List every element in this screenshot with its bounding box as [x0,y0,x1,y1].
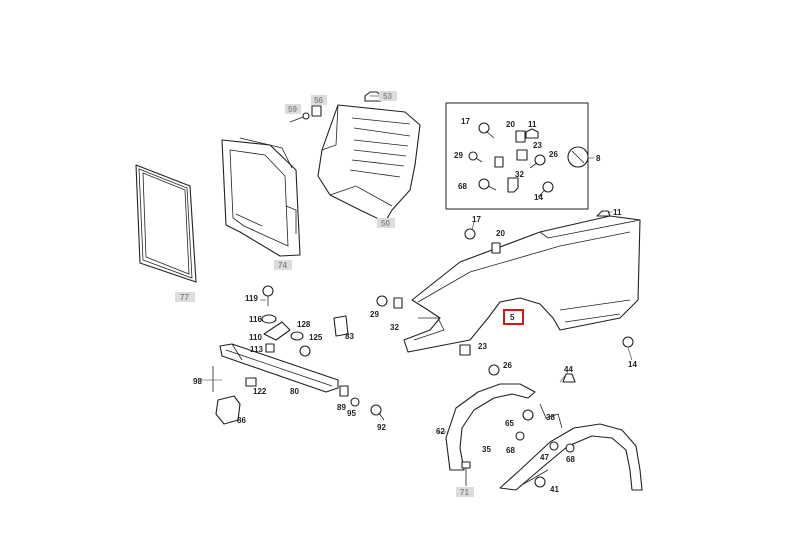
label-110: 110 [249,333,262,342]
label-98: 98 [193,377,202,386]
highlight-box-5 [503,309,524,325]
label-74: 74 [278,261,287,270]
label-17: 17 [472,215,481,224]
label-83: 83 [345,332,354,341]
bracket-86 [215,395,241,425]
label-116: 116 [249,315,262,324]
grey-tags [175,91,474,497]
label-32: 32 [390,323,399,332]
label-56: 56 [314,96,323,105]
shroud-74 [221,137,301,257]
label-23-kit: 23 [533,141,542,150]
label-125: 125 [309,333,323,342]
label-68-liner-left: 68 [506,446,515,455]
label-80: 80 [290,387,299,396]
label-68-kit: 68 [458,182,467,191]
label-86: 86 [237,416,246,425]
leader-lines [200,95,633,433]
label-113: 113 [250,345,263,354]
label-14: 14 [628,360,637,369]
label-59: 59 [288,105,297,114]
label-14-kit: 14 [534,193,543,202]
label-53: 53 [383,92,392,101]
label-5: 5 [510,313,515,322]
label-62: 62 [436,427,445,436]
label-50: 50 [381,219,390,228]
label-95: 95 [347,409,356,418]
label-92: 92 [377,423,386,432]
seal-frame-77 [135,164,197,283]
label-29-kit: 29 [454,151,463,160]
label-119: 119 [245,294,258,303]
panel-50 [317,104,421,223]
label-26: 26 [503,361,512,370]
wheelhouse-liners [445,383,643,491]
label-20-kit: 20 [506,120,515,129]
label-23: 23 [478,342,487,351]
label-65: 65 [505,419,514,428]
label-77: 77 [180,293,189,302]
label-47: 47 [540,453,549,462]
support-bar-80 [219,343,339,393]
hardware [212,91,634,488]
label-122: 122 [253,387,267,396]
label-44: 44 [564,365,573,374]
label-32-kit: 32 [515,170,524,179]
label-128: 128 [297,320,311,329]
label-26-kit: 26 [549,150,558,159]
label-71: 71 [460,488,469,497]
label-41: 41 [550,485,559,494]
label-8: 8 [596,154,601,163]
parts-kit-box [445,102,589,210]
fender-5 [403,215,641,353]
label-11: 11 [613,208,622,217]
label-11-kit: 11 [528,120,537,129]
label-68-liner-right: 68 [566,455,575,464]
label-89: 89 [337,403,346,412]
label-20: 20 [496,229,505,238]
label-17-kit: 17 [461,117,470,126]
label-29: 29 [370,310,379,319]
label-35: 35 [482,445,491,454]
label-38: 38 [546,413,555,422]
